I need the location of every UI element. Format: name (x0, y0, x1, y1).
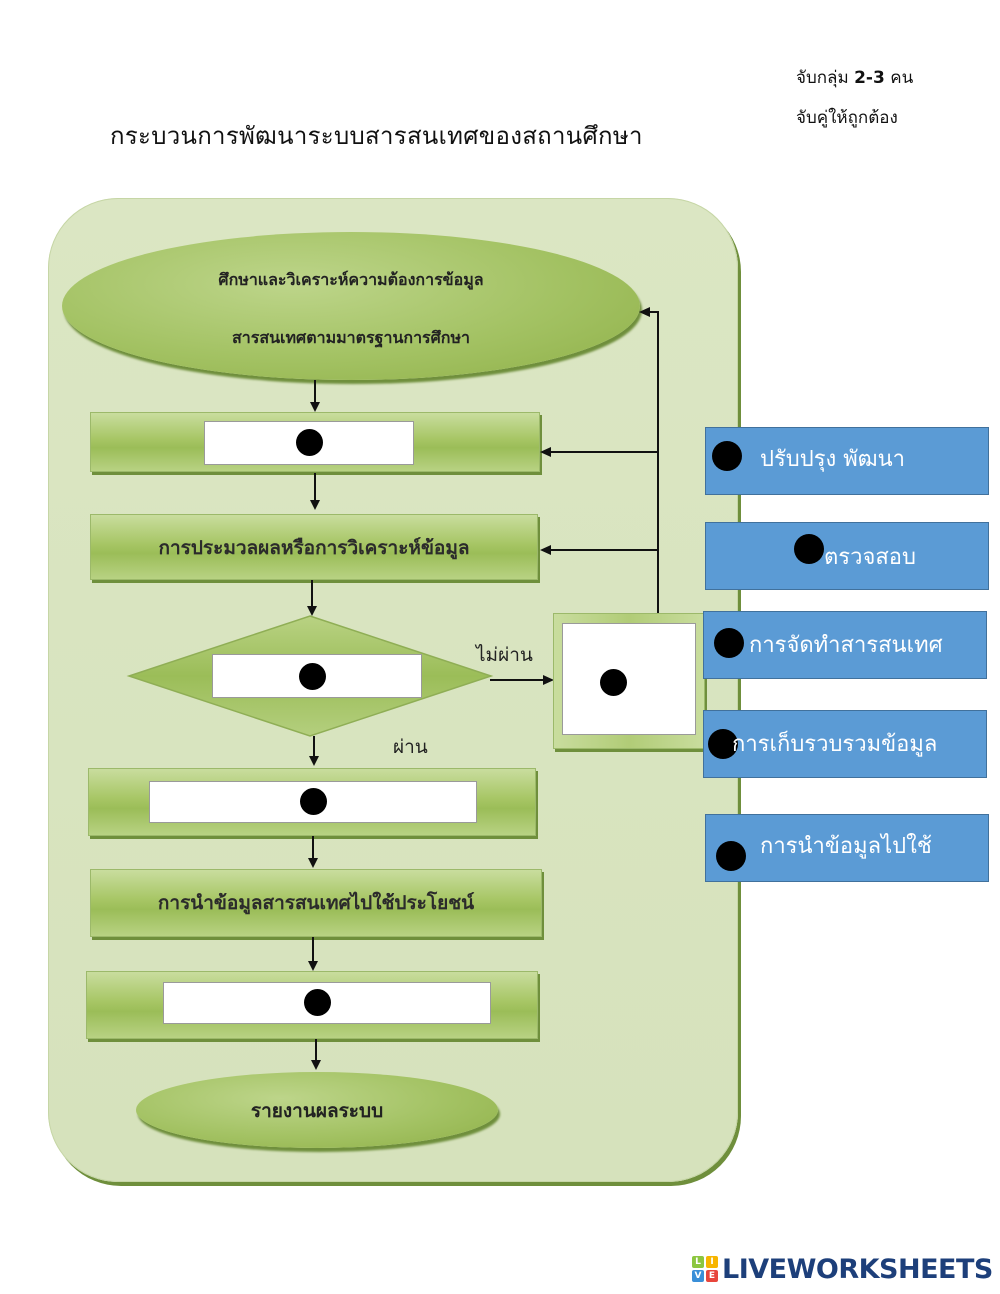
loop-line-step1 (550, 451, 658, 453)
match-dot[interactable] (714, 628, 744, 658)
instruction-bold: 2-3 (854, 68, 885, 88)
arrow-down-icon (310, 500, 320, 510)
loop-line-top (648, 311, 659, 313)
answer-label: ปรับปรุง พัฒนา (760, 447, 906, 472)
match-dot[interactable] (794, 534, 824, 564)
end-ellipse: รายงานผลระบบ (136, 1072, 498, 1148)
logo-letter: I (706, 1256, 718, 1268)
arrow-down-icon (310, 402, 320, 412)
start-ellipse: ศึกษาและวิเคราะห์ความต้องการข้อมูล สารสน… (62, 232, 640, 380)
connector-line (313, 736, 315, 758)
match-dot[interactable] (304, 989, 331, 1016)
loop-line-vertical (657, 311, 659, 613)
arrow-left-icon (540, 545, 551, 555)
instruction-text: จับกลุ่ม (796, 68, 855, 88)
step-2-bar: การประมวลผลหรือการวิเคราะห์ข้อมูล (90, 514, 538, 580)
answer-label: การเก็บรวบรวมข้อมูล (732, 732, 938, 757)
page-title: กระบวนการพัฒนาระบบสารสนเทศของสถานศึกษา (110, 122, 643, 150)
step-4-bar (88, 768, 536, 836)
connector-line (314, 473, 316, 501)
arrow-down-icon (308, 858, 318, 868)
answer-label: การนำข้อมูลไปใช้ (760, 834, 932, 859)
drop-slot-6[interactable] (163, 982, 491, 1024)
drop-slot-feedback[interactable] (562, 623, 696, 735)
match-dot[interactable] (600, 669, 627, 696)
answer-option-1[interactable]: ปรับปรุง พัฒนา (705, 427, 989, 495)
arrow-right-icon (543, 675, 554, 685)
arrow-down-icon (311, 1060, 321, 1070)
step-5-text: การนำข้อมูลสารสนเทศไปใช้ประโยชน์ (157, 892, 475, 914)
connector-line (315, 1039, 317, 1063)
connector-line (490, 679, 544, 681)
arrow-left-icon (639, 307, 650, 317)
liveworksheets-logo[interactable]: L I V E LIVEWORKSHEETS (692, 1253, 993, 1285)
connector-line (312, 937, 314, 963)
answer-option-3[interactable]: การจัดทำสารสนเทศ (703, 611, 987, 679)
arrow-left-icon (540, 447, 551, 457)
logo-letter: V (692, 1270, 704, 1282)
connector-line (314, 380, 316, 404)
match-dot[interactable] (712, 441, 742, 471)
match-dot[interactable] (716, 841, 746, 871)
end-text: รายงานผลระบบ (250, 1100, 384, 1122)
connector-line (312, 836, 314, 860)
logo-icon: L I V E (692, 1256, 718, 1282)
arrow-down-icon (309, 756, 319, 766)
match-dot[interactable] (299, 663, 326, 690)
arrow-down-icon (307, 606, 317, 616)
answer-option-5[interactable]: การนำข้อมูลไปใช้ (705, 814, 989, 882)
start-text-line1: ศึกษาและวิเคราะห์ความต้องการข้อมูล (218, 270, 484, 289)
logo-text: LIVEWORKSHEETS (722, 1253, 993, 1285)
step-1-bar (90, 412, 540, 472)
step-2-text: การประมวลผลหรือการวิเคราะห์ข้อมูล (158, 537, 470, 559)
answer-label: ตรวจสอบ (824, 545, 916, 570)
drop-slot-4[interactable] (149, 781, 477, 823)
answer-option-2[interactable]: ตรวจสอบ (705, 522, 989, 590)
feedback-box (553, 613, 705, 749)
match-dot[interactable] (300, 788, 327, 815)
match-dot[interactable] (708, 729, 738, 759)
answer-option-4[interactable]: การเก็บรวบรวมข้อมูล (703, 710, 987, 778)
arrow-down-icon (308, 961, 318, 971)
instruction-text: คน (884, 68, 914, 88)
match-dot[interactable] (296, 429, 323, 456)
step-5-bar: การนำข้อมูลสารสนเทศไปใช้ประโยชน์ (90, 869, 542, 937)
instruction-group-size: จับกลุ่ม 2-3 คน (796, 64, 913, 91)
start-text-line2: สารสนเทศตามมาตรฐานการศึกษา (231, 328, 471, 347)
answer-label: การจัดทำสารสนเทศ (749, 633, 943, 658)
loop-line-step2 (550, 549, 658, 551)
logo-letter: E (706, 1270, 718, 1282)
drop-slot-decision[interactable] (212, 654, 422, 698)
instruction-match: จับคู่ให้ถูกต้อง (796, 108, 898, 128)
connector-line (311, 580, 313, 610)
fail-label: ไม่ผ่าน (476, 644, 533, 666)
pass-label: ผ่าน (393, 736, 428, 758)
logo-letter: L (692, 1256, 704, 1268)
drop-slot-1[interactable] (204, 421, 414, 465)
step-6-bar (86, 971, 538, 1039)
